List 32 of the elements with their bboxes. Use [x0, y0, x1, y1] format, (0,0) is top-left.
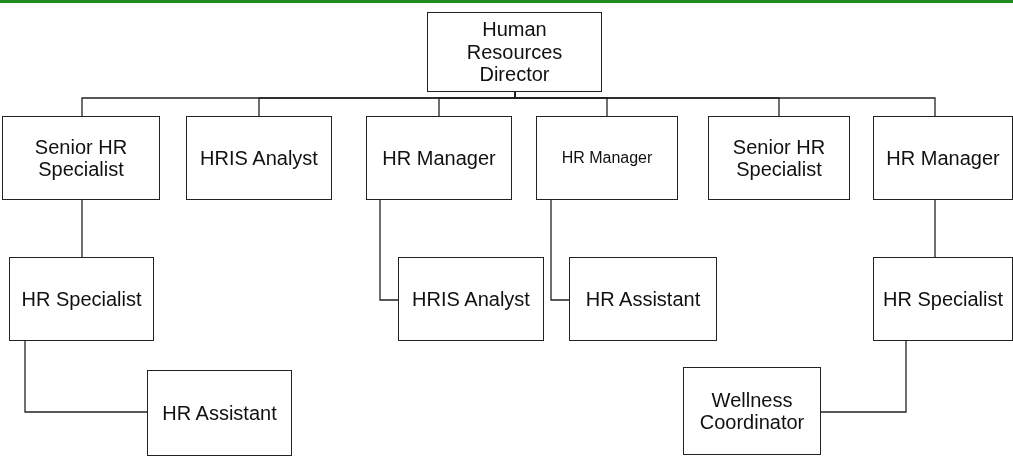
connector-line [820, 340, 907, 413]
position-title: HRIS Analyst [200, 146, 318, 170]
position-title: HR Specialist [882, 287, 1003, 311]
position-box [708, 116, 850, 200]
position-title: Wellness Coordinator [698, 388, 806, 434]
position-title: HR Manager [886, 146, 1000, 170]
position-box [873, 257, 1013, 341]
connector-line [934, 199, 936, 258]
connector-line [379, 199, 399, 301]
connector-line [24, 340, 148, 413]
position-title: Senior HR Specialist [33, 135, 129, 181]
position-title: HR Assistant [585, 287, 701, 311]
position-box [186, 116, 332, 200]
connector-line [550, 199, 570, 301]
position-box [683, 367, 821, 455]
position-title: Senior HR Specialist [731, 135, 827, 181]
position-box [366, 116, 512, 200]
position-box [147, 370, 292, 456]
position-box [398, 257, 544, 341]
connector-line [81, 199, 83, 258]
position-title: HRIS Analyst [412, 287, 530, 311]
position-title: Human Resources Director [465, 18, 564, 86]
position-title: HR Assistant [162, 401, 277, 425]
position-title: HR Manager [382, 146, 496, 170]
position-box [569, 257, 717, 341]
position-box [536, 116, 678, 200]
position-box [873, 116, 1013, 200]
position-box [9, 257, 154, 341]
position-title: HR Specialist [21, 287, 142, 311]
position-box [2, 116, 160, 200]
position-title: HR Manager [561, 149, 653, 167]
position-box [427, 12, 602, 92]
